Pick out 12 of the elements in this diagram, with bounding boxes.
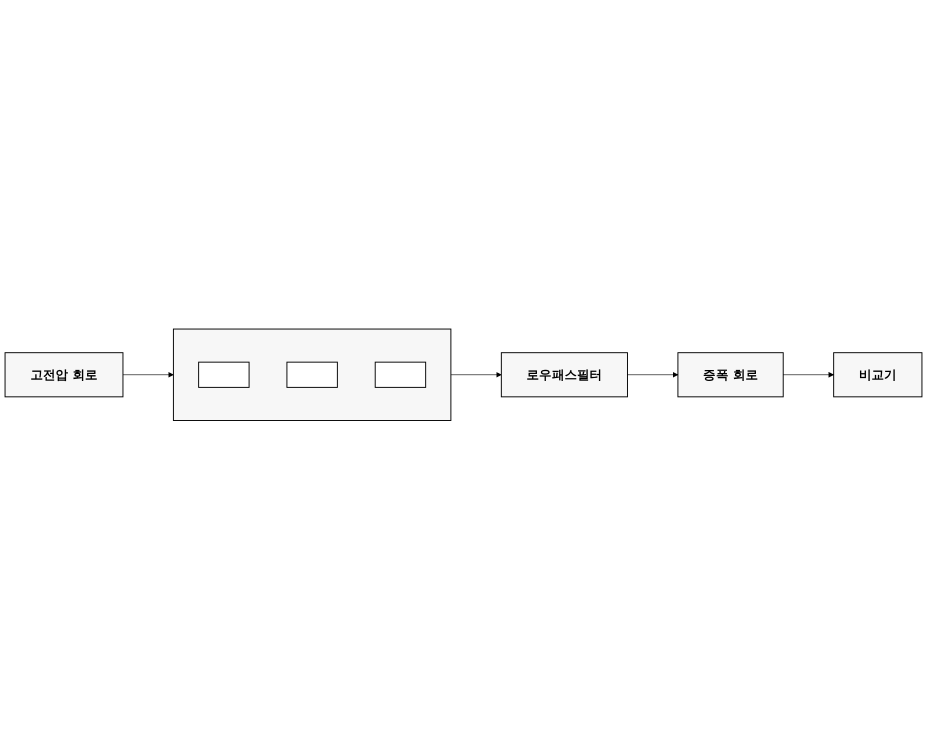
node-box bbox=[198, 361, 250, 388]
cluster bbox=[172, 328, 452, 421]
arrow bbox=[450, 372, 502, 378]
node-box bbox=[286, 361, 338, 388]
arrow bbox=[782, 372, 834, 378]
node-box: 비교기 bbox=[833, 352, 922, 398]
arrow bbox=[122, 372, 174, 378]
node-box: 로우패스필터 bbox=[500, 352, 628, 398]
node-box: 고전압 회로 bbox=[4, 352, 124, 398]
node-box: 증폭 회로 bbox=[677, 352, 784, 398]
node-box bbox=[374, 361, 426, 388]
arrow bbox=[627, 372, 678, 378]
